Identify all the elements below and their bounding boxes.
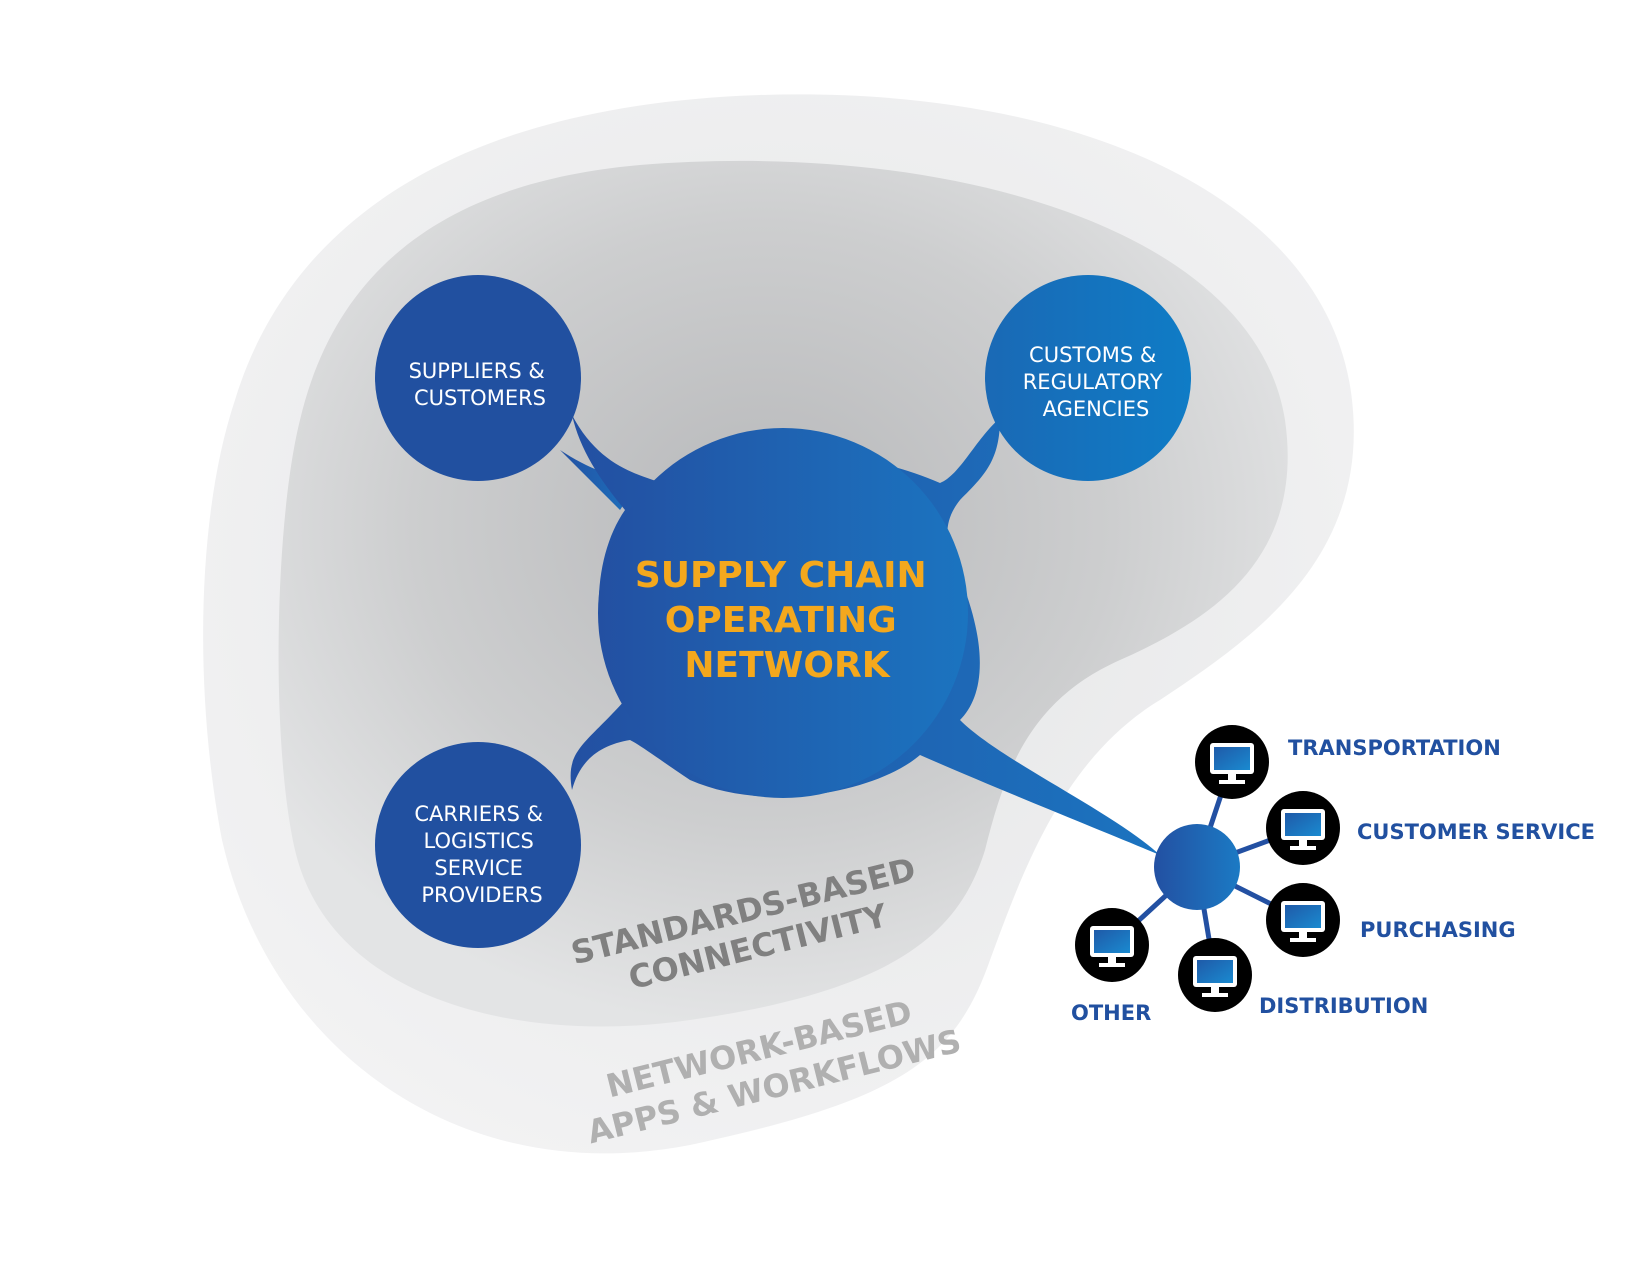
customer-service-label: CUSTOMER SERVICE bbox=[1357, 820, 1595, 844]
carriers-logistics-label: CARRIERS & LOGISTICS SERVICE PROVIDERS bbox=[414, 802, 549, 907]
customer-service-monitor-icon bbox=[1266, 791, 1340, 865]
purchasing-label: PURCHASING bbox=[1360, 918, 1516, 942]
customs-regulatory-node bbox=[985, 275, 1191, 481]
center-label: SUPPLY CHAIN OPERATING NETWORK bbox=[635, 555, 939, 686]
suppliers-customers-node bbox=[375, 275, 581, 481]
carriers-logistics-node bbox=[375, 742, 581, 948]
other-label: OTHER bbox=[1071, 1001, 1151, 1025]
other-monitor-icon bbox=[1075, 908, 1149, 982]
customs-regulatory-label: CUSTOMS & REGULATORY AGENCIES bbox=[1023, 343, 1170, 421]
transportation-monitor-icon bbox=[1195, 725, 1269, 799]
suppliers-customers-label: SUPPLIERS & CUSTOMERS bbox=[409, 359, 552, 410]
transportation-label: TRANSPORTATION bbox=[1288, 736, 1501, 760]
supply-chain-operating-network-hub bbox=[598, 428, 968, 798]
department-hub-node bbox=[1154, 824, 1240, 910]
distribution-monitor-icon bbox=[1178, 938, 1252, 1012]
purchasing-monitor-icon bbox=[1266, 883, 1340, 957]
distribution-label: DISTRIBUTION bbox=[1259, 994, 1428, 1018]
